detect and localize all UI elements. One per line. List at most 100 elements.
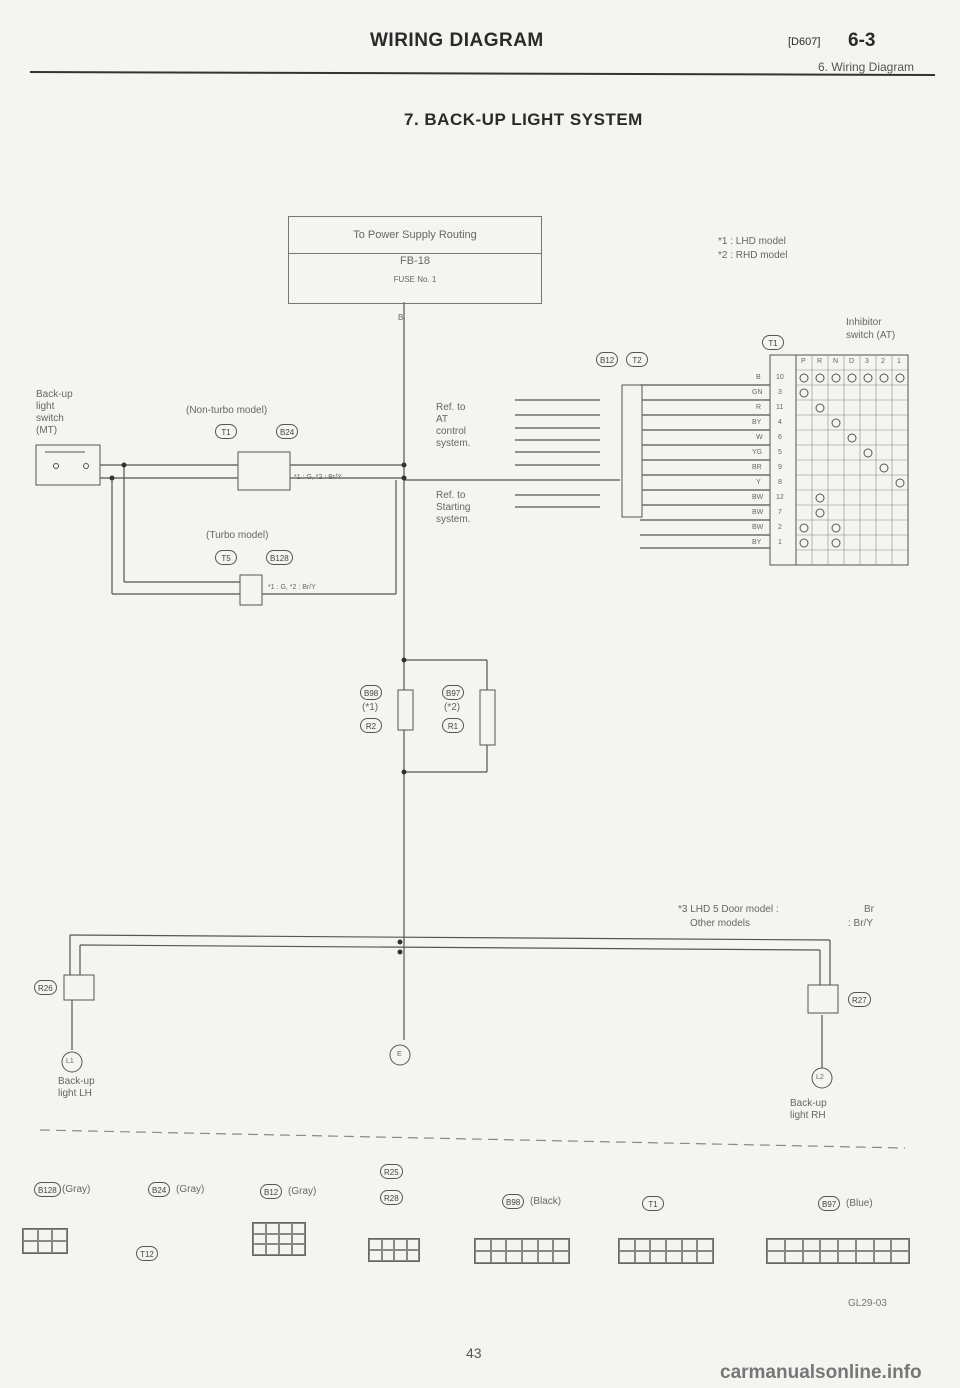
legend-b97: B97 [818,1196,841,1211]
legend-b128-color: (Gray) [62,1184,91,1195]
power-supply-routing-box: To Power Supply Routing FB-18 FUSE No. 1 [288,216,542,304]
legend-t12: T12 [136,1246,158,1261]
ref-start-2: Starting [436,502,471,513]
wire-color-turbo: *1 : G, *2 : Br/Y [268,584,316,591]
connector-face-b12 [252,1222,306,1256]
inhibitor-pin: 3 [778,389,782,396]
legend-b97-color: (Blue) [846,1198,873,1209]
lamp-l1-id: L1 [66,1058,74,1065]
turbo-label: (Turbo model) [206,530,269,541]
inhibitor-pos-p: P [801,358,806,365]
connector-face-b97 [766,1238,910,1264]
power-supply-line3: FUSE No. 1 [393,275,437,284]
inhibitor-pos-1: 1 [897,358,901,365]
legend-b98: B98 [502,1194,525,1209]
wire-color: BW [752,509,764,516]
connector-t2: T2 [626,352,648,367]
inhibitor-pos-d: D [849,358,855,365]
inhibitor-pin: 10 [776,374,784,381]
connector-b128: B128 [266,550,293,565]
wire-color: Y [756,479,761,486]
connector-b98: B98 [360,685,383,700]
switch-mt-label-1: Back-up [36,389,73,400]
wire-color-nonturbo: *1 : G, *2 : Br/Y [294,474,342,481]
wire-color: YG [752,449,763,456]
wire-color: BY [752,419,762,426]
connector-b98-note: (*1) [362,702,379,713]
inhibitor-pin: 8 [778,479,782,486]
header-title: WIRING DIAGRAM [370,30,544,51]
legend-r25: R25 [380,1164,403,1179]
header-code: [D607] [788,36,821,48]
wire-color: BW [752,494,764,501]
note-rhd: *2 : RHD model [718,250,788,261]
wire-color: W [756,434,763,441]
connector-face-b128 [22,1228,68,1254]
inhibitor-pin: 12 [776,494,784,501]
wire-color: BW [752,524,764,531]
inhibitor-pos-n: N [833,358,839,365]
wire-color: GN [752,389,763,396]
legend-b12: B12 [260,1184,283,1199]
connector-r26: R26 [34,980,57,995]
ref-start-3: system. [436,514,471,525]
connector-face-t1 [618,1238,714,1264]
light-lh-2: light LH [58,1088,92,1099]
wire-color: BY [752,539,762,546]
power-supply-line1: To Power Supply Routing [289,217,541,254]
inhibitor-pin: 5 [778,449,782,456]
inhibitor-pin: 1 [778,539,782,546]
inhibitor-pin: 4 [778,419,782,426]
legend-r28: R28 [380,1190,403,1205]
light-rh-1: Back-up [790,1098,827,1109]
legend-b128: B128 [34,1182,61,1197]
inhibitor-pin: 9 [778,464,782,471]
header-subtitle: 6. Wiring Diagram [818,60,915,74]
watermark: carmanualsonline.info [720,1362,922,1383]
inhibitor-pin: 6 [778,434,782,441]
switch-mt-label-2: light [36,401,55,412]
inhibitor-pos-r: R [817,358,823,365]
note-lhd5door-value: Br [864,904,874,915]
wire-color: B [756,374,761,381]
ref-at-2: AT [436,414,449,425]
power-supply-line2: FB-18 [400,255,430,267]
ref-at-3: control [436,426,467,437]
ground-e-id: E [397,1051,402,1058]
connector-face-b98 [474,1238,570,1264]
inhibitor-label-1: Inhibitor [846,317,882,328]
legend-b24-color: (Gray) [176,1184,205,1195]
ref-at-4: system. [436,438,471,449]
note-lhd5door: *3 LHD 5 Door model : [678,904,779,915]
connector-b24: B24 [276,424,299,439]
switch-mt-label-4: (MT) [36,425,58,436]
header-page-ref: 6-3 [848,30,876,51]
legend-b98-color: (Black) [530,1196,562,1207]
inhibitor-pos-2: 2 [881,358,885,365]
legend-t1: T1 [642,1196,664,1211]
connector-r27: R27 [848,992,871,1007]
inhibitor-label-2: switch (AT) [846,330,896,341]
connector-r2: R2 [360,718,382,733]
connector-b97: B97 [442,685,465,700]
inhibitor-pin: 7 [778,509,782,516]
ref-start-1: Ref. to [436,490,466,501]
figure-code: GL29-03 [848,1298,887,1309]
connector-t1-nonturbo: T1 [215,424,237,439]
note-other-models: Other models [690,918,751,929]
connector-b12: B12 [596,352,619,367]
inhibitor-pin: 11 [776,404,784,411]
connector-r1: R1 [442,718,464,733]
connector-t5: T5 [215,550,237,565]
connector-face-r25 [368,1238,420,1262]
page-number: 43 [466,1345,482,1361]
inhibitor-pos-3: 3 [865,358,869,365]
inhibitor-pin: 2 [778,524,782,531]
lamp-l2-id: L2 [816,1074,824,1081]
legend-b12-color: (Gray) [288,1186,317,1197]
ref-at-1: Ref. to [436,402,466,413]
note-lhd: *1 : LHD model [718,236,786,247]
light-rh-2: light RH [790,1110,826,1121]
